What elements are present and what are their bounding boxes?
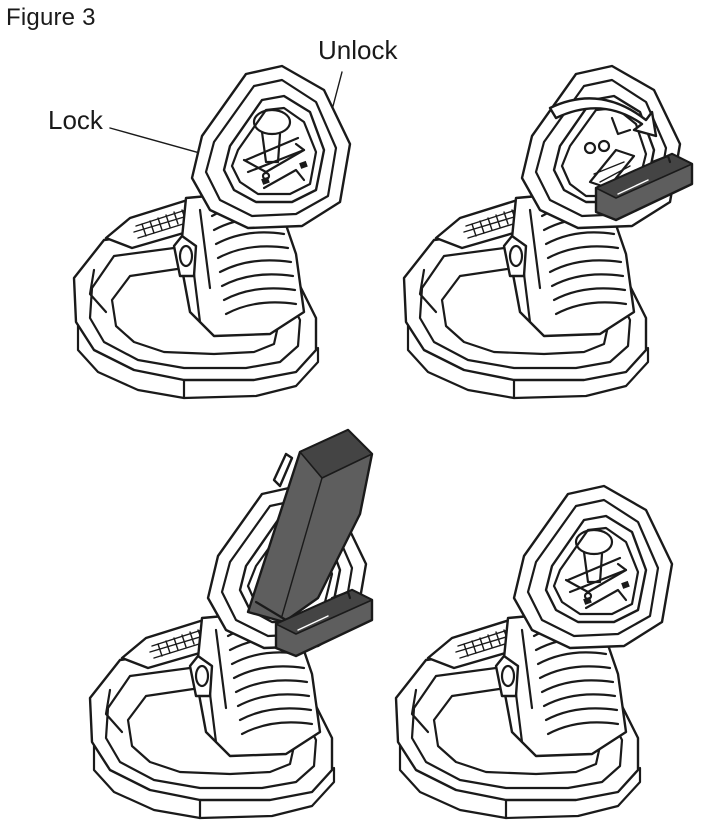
battery-pack — [246, 428, 374, 624]
unlock-callout-label: Unlock — [318, 35, 398, 65]
rotate-arrow-icon — [548, 97, 658, 138]
figure-title: Figure 3 — [6, 4, 96, 31]
scanner-cover-opened — [402, 64, 694, 400]
scanner-locked-view — [72, 64, 352, 400]
scanner-reassembled — [394, 484, 674, 820]
lock-callout-label: Lock — [48, 105, 103, 135]
scanner-battery-inserting — [88, 428, 374, 820]
